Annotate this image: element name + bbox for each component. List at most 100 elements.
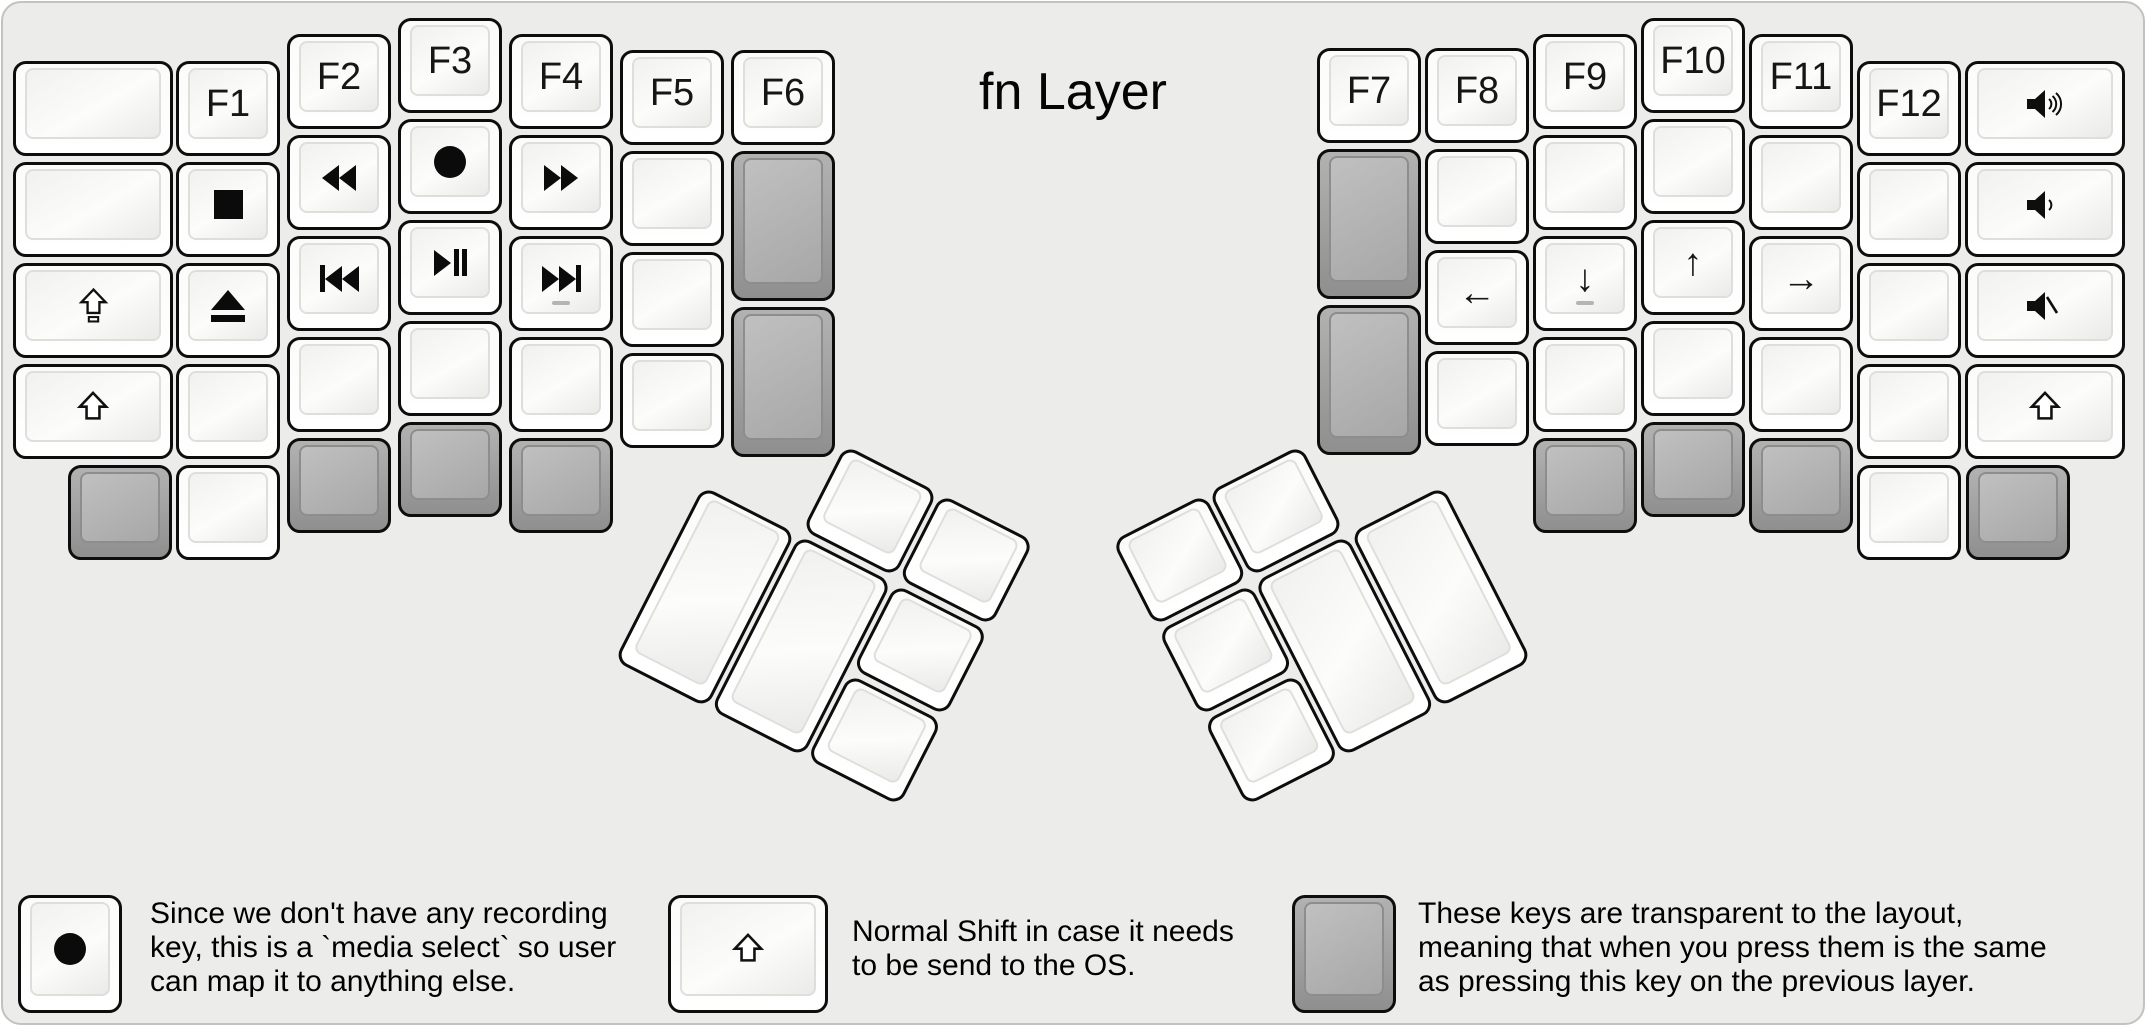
blank-key[interactable] bbox=[1533, 135, 1637, 230]
transparent-key[interactable] bbox=[1533, 438, 1637, 533]
arrow-right-key[interactable]: → bbox=[1749, 236, 1853, 331]
key-label: F3 bbox=[427, 39, 473, 82]
keycap-top bbox=[1977, 169, 2113, 240]
transparent-key[interactable] bbox=[1317, 305, 1421, 455]
blank-key[interactable] bbox=[398, 321, 502, 416]
blank-key[interactable] bbox=[1749, 337, 1853, 432]
homing-bar bbox=[1576, 301, 1594, 305]
blank-key[interactable] bbox=[13, 61, 173, 156]
key-label: → bbox=[1782, 257, 1820, 300]
blank-key[interactable] bbox=[1641, 119, 1745, 214]
arrow-up-key[interactable]: ↑ bbox=[1641, 220, 1745, 315]
shift-key-icon bbox=[668, 895, 828, 1013]
blank-key[interactable] bbox=[1749, 135, 1853, 230]
transparent-key[interactable] bbox=[509, 438, 613, 533]
keycap-top: F5 bbox=[632, 57, 712, 128]
blank-key[interactable] bbox=[176, 465, 280, 560]
transparent-key[interactable] bbox=[731, 151, 835, 301]
transparent-key[interactable] bbox=[1966, 465, 2070, 560]
blank-key[interactable] bbox=[1857, 162, 1961, 257]
keycap-top bbox=[299, 142, 379, 213]
blank-key[interactable] bbox=[620, 252, 724, 347]
keycap-top bbox=[25, 270, 161, 341]
transparent-key[interactable] bbox=[398, 422, 502, 517]
f7-key[interactable]: F7 bbox=[1317, 48, 1421, 143]
transparent-key[interactable] bbox=[287, 438, 391, 533]
caps-shift-key[interactable] bbox=[13, 263, 173, 358]
keycap-top: ← bbox=[1437, 257, 1517, 328]
volume-up-key[interactable] bbox=[1965, 61, 2125, 156]
shift-key[interactable] bbox=[1965, 364, 2125, 459]
blank-key[interactable] bbox=[1857, 263, 1961, 358]
key-label: F11 bbox=[1769, 55, 1833, 98]
f3-key[interactable]: F3 bbox=[398, 18, 502, 113]
blank-key[interactable] bbox=[1857, 364, 1961, 459]
blank-key[interactable] bbox=[509, 337, 613, 432]
eject-key[interactable] bbox=[176, 263, 280, 358]
mute-key[interactable] bbox=[1965, 263, 2125, 358]
keycap-top bbox=[80, 472, 160, 543]
f12-key[interactable]: F12 bbox=[1857, 61, 1961, 156]
keycap-top bbox=[1761, 344, 1841, 415]
next-track-icon bbox=[541, 265, 581, 292]
keycap-top: F8 bbox=[1437, 55, 1517, 126]
f11-key[interactable]: F11 bbox=[1749, 34, 1853, 129]
keycap-top bbox=[25, 68, 161, 139]
f5-key[interactable]: F5 bbox=[620, 50, 724, 145]
f4-key[interactable]: F4 bbox=[509, 34, 613, 129]
blank-key[interactable] bbox=[13, 162, 173, 257]
f10-key[interactable]: F10 bbox=[1641, 18, 1745, 113]
f8-key[interactable]: F8 bbox=[1425, 48, 1529, 143]
rewind-key[interactable] bbox=[287, 135, 391, 230]
key-label: F8 bbox=[1454, 69, 1500, 112]
keycap-top bbox=[1653, 429, 1733, 500]
key-label: ← bbox=[1458, 271, 1496, 314]
transparent-key[interactable] bbox=[1641, 422, 1745, 517]
blank-key[interactable] bbox=[176, 364, 280, 459]
keycap-top bbox=[1217, 685, 1321, 786]
f2-key[interactable]: F2 bbox=[287, 34, 391, 129]
keycap-top bbox=[299, 445, 379, 516]
record-icon bbox=[434, 145, 466, 178]
keycap-top bbox=[188, 169, 268, 240]
record-key[interactable] bbox=[398, 119, 502, 214]
blank-key[interactable] bbox=[1425, 351, 1529, 446]
keycap-top bbox=[870, 595, 975, 696]
keycap-top bbox=[1977, 270, 2113, 341]
blank-key[interactable] bbox=[1425, 149, 1529, 244]
transparent-key[interactable] bbox=[68, 465, 172, 560]
transparent-key[interactable] bbox=[1749, 438, 1853, 533]
f1-key[interactable]: F1 bbox=[176, 61, 280, 156]
keycap-top: F10 bbox=[1653, 25, 1733, 96]
blank-key[interactable] bbox=[620, 151, 724, 246]
prev-track-icon bbox=[319, 265, 359, 292]
keycap-top bbox=[1437, 358, 1517, 429]
fast-forward-key[interactable] bbox=[509, 135, 613, 230]
f9-key[interactable]: F9 bbox=[1533, 34, 1637, 129]
keycap-top bbox=[410, 227, 490, 298]
shift-key[interactable] bbox=[13, 364, 173, 459]
transparent-key[interactable] bbox=[731, 307, 835, 457]
play-pause-key[interactable] bbox=[398, 220, 502, 315]
keycap-top bbox=[1869, 472, 1949, 543]
stop-key[interactable] bbox=[176, 162, 280, 257]
keycap-top bbox=[632, 158, 712, 229]
arrow-left-key[interactable]: ← bbox=[1425, 250, 1529, 345]
blank-key[interactable] bbox=[620, 353, 724, 448]
transparent-key[interactable] bbox=[1317, 149, 1421, 299]
f6-key[interactable]: F6 bbox=[731, 50, 835, 145]
blank-key[interactable] bbox=[1641, 321, 1745, 416]
keycap-top: F2 bbox=[299, 41, 379, 112]
blank-key[interactable] bbox=[1857, 465, 1961, 560]
blank-key[interactable] bbox=[1533, 337, 1637, 432]
volume-down-key[interactable] bbox=[1965, 162, 2125, 257]
next-track-key[interactable] bbox=[509, 236, 613, 331]
keycap-top bbox=[1171, 595, 1276, 696]
keycap-top bbox=[743, 158, 823, 284]
keycap-top bbox=[25, 169, 161, 240]
arrow-down-key[interactable]: ↓ bbox=[1533, 236, 1637, 331]
keycap-top bbox=[1978, 472, 2058, 543]
prev-track-key[interactable] bbox=[287, 236, 391, 331]
blank-key[interactable] bbox=[287, 337, 391, 432]
